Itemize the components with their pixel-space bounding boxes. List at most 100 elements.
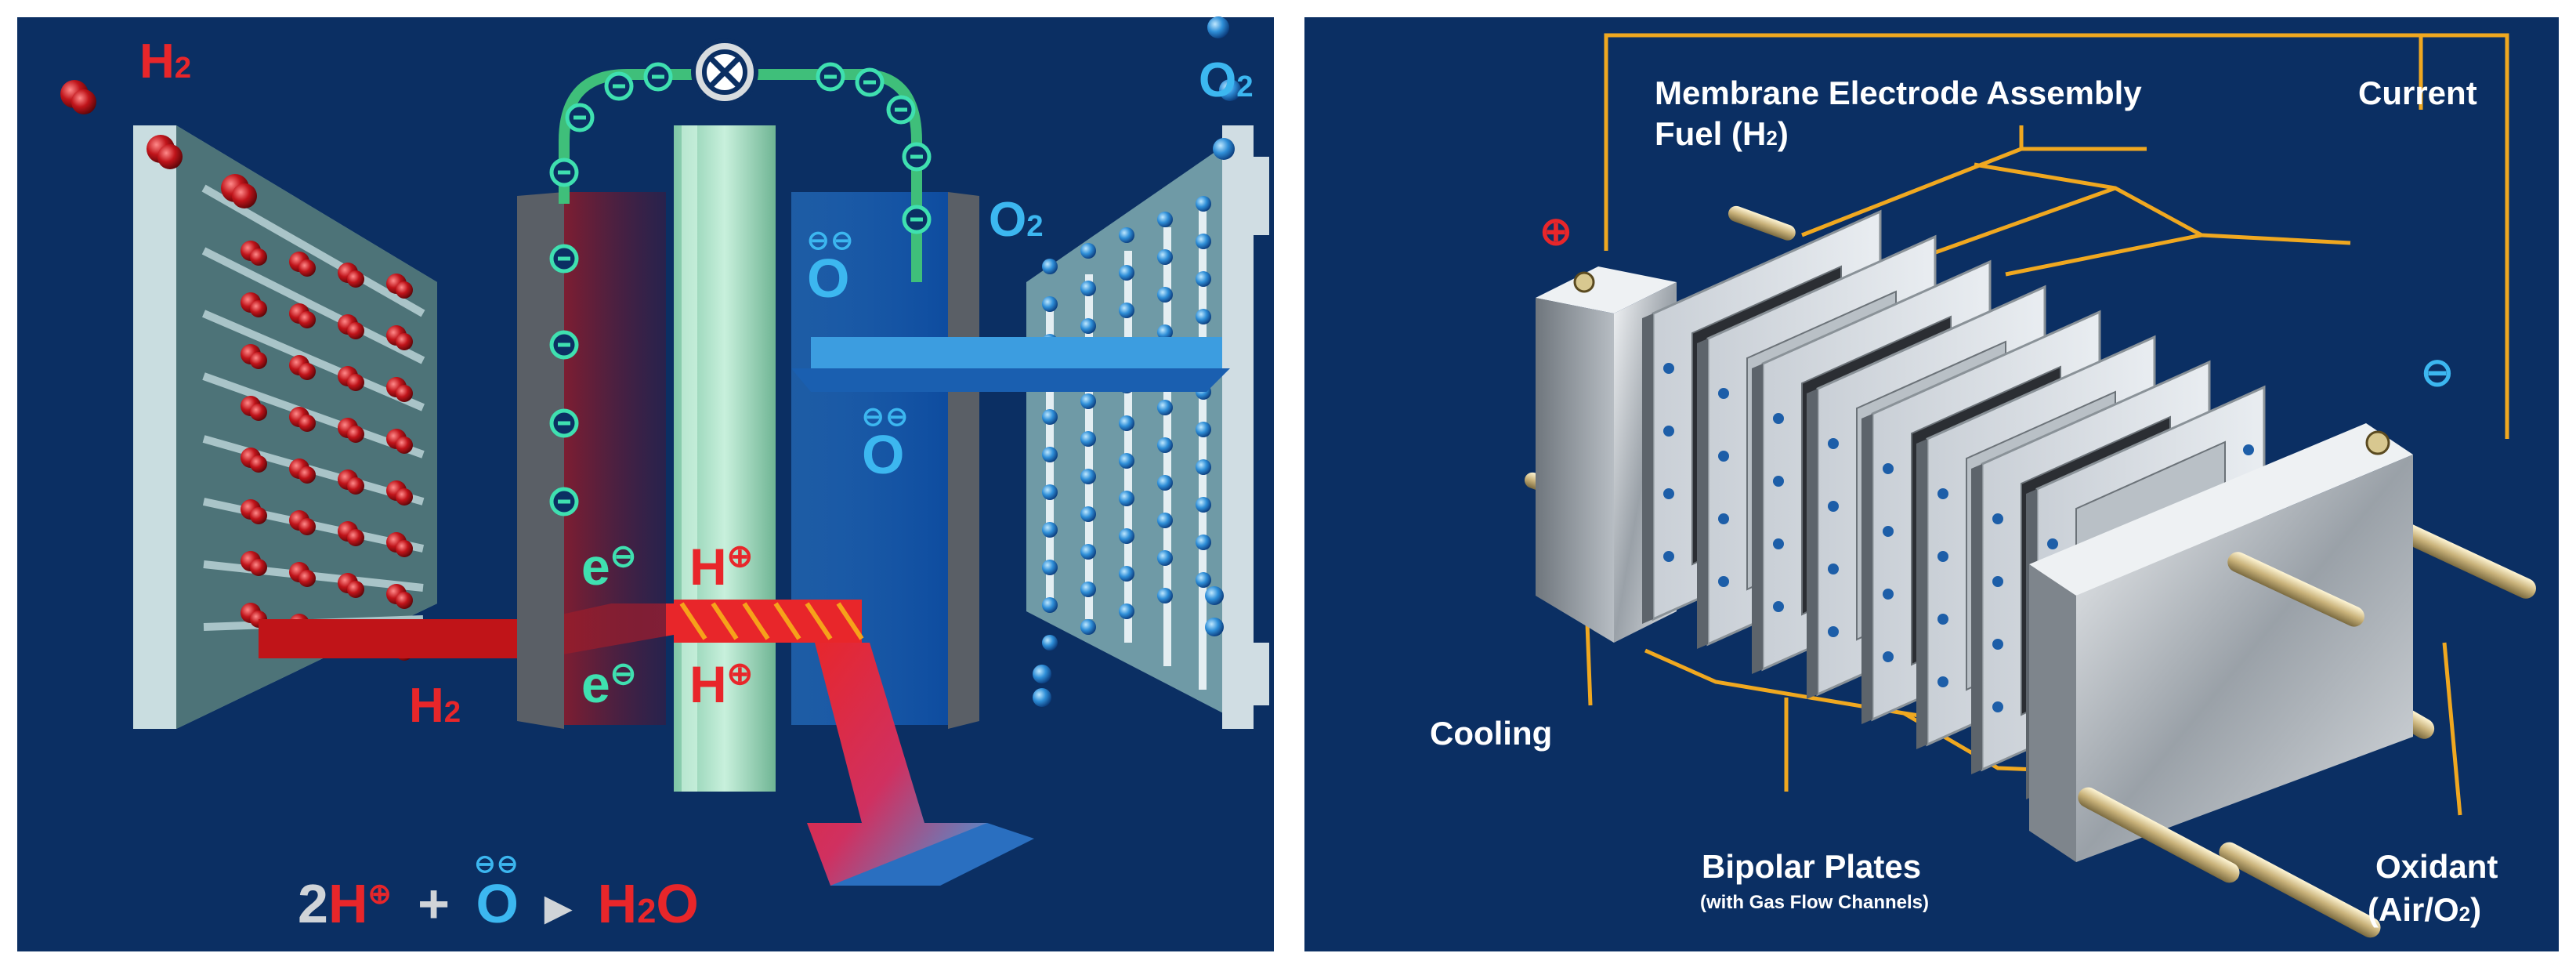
- bipolar-plate-hole: [1663, 363, 1674, 374]
- oxygen-molecule: [1042, 560, 1058, 575]
- hydrogen-molecule: [250, 300, 267, 317]
- oxygen-molecule: [1119, 265, 1134, 281]
- oxygen-molecule: [1119, 603, 1134, 619]
- bipolar-plate-hole: [2047, 538, 2058, 549]
- oxygen-molecule: [1080, 506, 1096, 522]
- oxygen-molecule: [1157, 550, 1173, 566]
- oxygen-molecule: [1196, 271, 1211, 287]
- hydrogen-molecule: [298, 466, 316, 484]
- oxygen-molecule: [1196, 497, 1211, 513]
- oxygen-molecule: [1119, 227, 1134, 243]
- bipolar-plate-hole: [1773, 601, 1784, 612]
- equation-hydrogen: H: [327, 873, 368, 934]
- hydrogen-molecule: [71, 89, 96, 114]
- oxygen-molecule: [1080, 619, 1096, 635]
- label-oxidant-sub: (Air/O2): [2368, 893, 2481, 926]
- bipolar-plate-hole: [1773, 476, 1784, 487]
- bipolar-plate-hole: [1937, 676, 1948, 687]
- label-oxidant-sub-sub: 2: [2458, 902, 2471, 926]
- label-o2-inlet-main: O: [1199, 53, 1237, 107]
- hydrogen-molecule: [347, 581, 364, 598]
- oxygen-molecule: [1042, 635, 1058, 651]
- hydrogen-molecule: [298, 570, 316, 587]
- label-bipolar-plates-sub: (with Gas Flow Channels): [1700, 892, 1930, 913]
- label-o2-cathode-sub: 2: [1026, 209, 1044, 243]
- hydrogen-molecule: [347, 477, 364, 495]
- bipolar-plate-hole: [1663, 551, 1674, 562]
- oxygen-molecule: [1196, 234, 1211, 249]
- equation-oxygen: O: [476, 873, 519, 934]
- bipolar-plate-hole: [1992, 513, 2003, 524]
- label-o2-inlet-sub: 2: [1236, 70, 1254, 103]
- oxygen-molecule: [1219, 79, 1241, 101]
- oxygen-molecule: [1042, 259, 1058, 274]
- hydrogen-molecule: [396, 281, 413, 299]
- hydrogen-molecule: [250, 559, 267, 576]
- oxygen-molecule: [1080, 318, 1096, 334]
- water-output-arrow: [807, 643, 987, 886]
- bipolar-plate-hole: [2243, 444, 2254, 455]
- bipolar-plate-edge: [1752, 364, 1763, 674]
- bipolar-plate-hole: [1718, 388, 1729, 399]
- label-oxidant-sub-main: (Air/O: [2368, 891, 2459, 928]
- hydrogen-molecule: [298, 415, 316, 432]
- oxygen-flow-bar: [811, 337, 1222, 368]
- equation-oxygen-group: ⊖⊖O: [474, 850, 520, 934]
- label-proton-upper-text: H: [689, 538, 727, 596]
- bipolar-plate-hole: [1992, 701, 2003, 712]
- oxygen-molecule: [1042, 597, 1058, 613]
- bipolar-plate-hole: [1883, 526, 1894, 537]
- bipolar-plate-edge: [1861, 414, 1872, 724]
- load-lamp: [691, 38, 758, 106]
- label-fuel-sub: 2: [1766, 126, 1778, 150]
- bipolar-plate-hole: [1718, 451, 1729, 462]
- oxygen-molecule: [1080, 469, 1096, 484]
- bipolar-plate-hole: [1828, 626, 1839, 637]
- hydrogen-molecule: [298, 311, 316, 328]
- label-oxidant-sub-end: ): [2470, 891, 2482, 928]
- oxygen-molecule: [1119, 528, 1134, 544]
- oxygen-molecule: [1080, 544, 1096, 560]
- oxygen-molecule: [1119, 491, 1134, 506]
- oxygen-molecule: [1042, 409, 1058, 425]
- anode-catalyst-layer: [564, 192, 666, 725]
- label-oxidant: Oxidant: [2375, 848, 2498, 885]
- oxygen-molecule: [1157, 475, 1173, 491]
- cathode-electrode: [948, 192, 979, 729]
- positive-terminal-symbol: ⊕: [1539, 209, 1572, 253]
- oxygen-molecule: [1042, 447, 1058, 462]
- oxygen-molecule: [1205, 618, 1224, 636]
- bipolar-plate-hole: [1828, 501, 1839, 512]
- oxygen-molecule: [1080, 582, 1096, 597]
- bipolar-plate-hole: [1828, 564, 1839, 574]
- bipolar-plate-hole: [1883, 589, 1894, 600]
- equation-product-h: H: [597, 873, 638, 934]
- oxygen-molecule: [1196, 196, 1211, 212]
- label-fuel-end: ): [1777, 115, 1789, 152]
- bipolar-plate-hole: [1773, 538, 1784, 549]
- bipolar-plate-hole: [1828, 438, 1839, 449]
- hydrogen-molecule: [298, 518, 316, 535]
- equation-plus: +: [418, 873, 450, 934]
- hydrogen-molecule: [347, 529, 364, 546]
- bipolar-plate-edge: [1697, 339, 1708, 649]
- bipolar-plate-edge: [1642, 313, 1653, 624]
- hydrogen-molecule: [396, 488, 413, 506]
- label-proton-lower: H⊕: [689, 655, 754, 713]
- equation-coefficient: 2: [298, 873, 328, 934]
- bipolar-plate-hole: [1937, 551, 1948, 562]
- label-h2-anode-main: H: [409, 679, 444, 733]
- label-proton-lower-text: H: [689, 655, 727, 713]
- hydrogen-molecule: [396, 592, 413, 609]
- hydrogen-molecule: [347, 374, 364, 391]
- equation-product-o: O: [656, 873, 699, 934]
- hydrogen-molecule: [347, 426, 364, 443]
- label-o2-cathode-main: O: [989, 193, 1027, 247]
- bipolar-plate-edge: [1916, 439, 1927, 749]
- oxygen-molecule: [1196, 459, 1211, 475]
- oxygen-molecule: [1080, 281, 1096, 296]
- label-oxygen-ion-upper: ⊖⊖O: [807, 226, 855, 309]
- hydrogen-molecule: [396, 437, 413, 454]
- bipolar-plate-hole: [1883, 463, 1894, 474]
